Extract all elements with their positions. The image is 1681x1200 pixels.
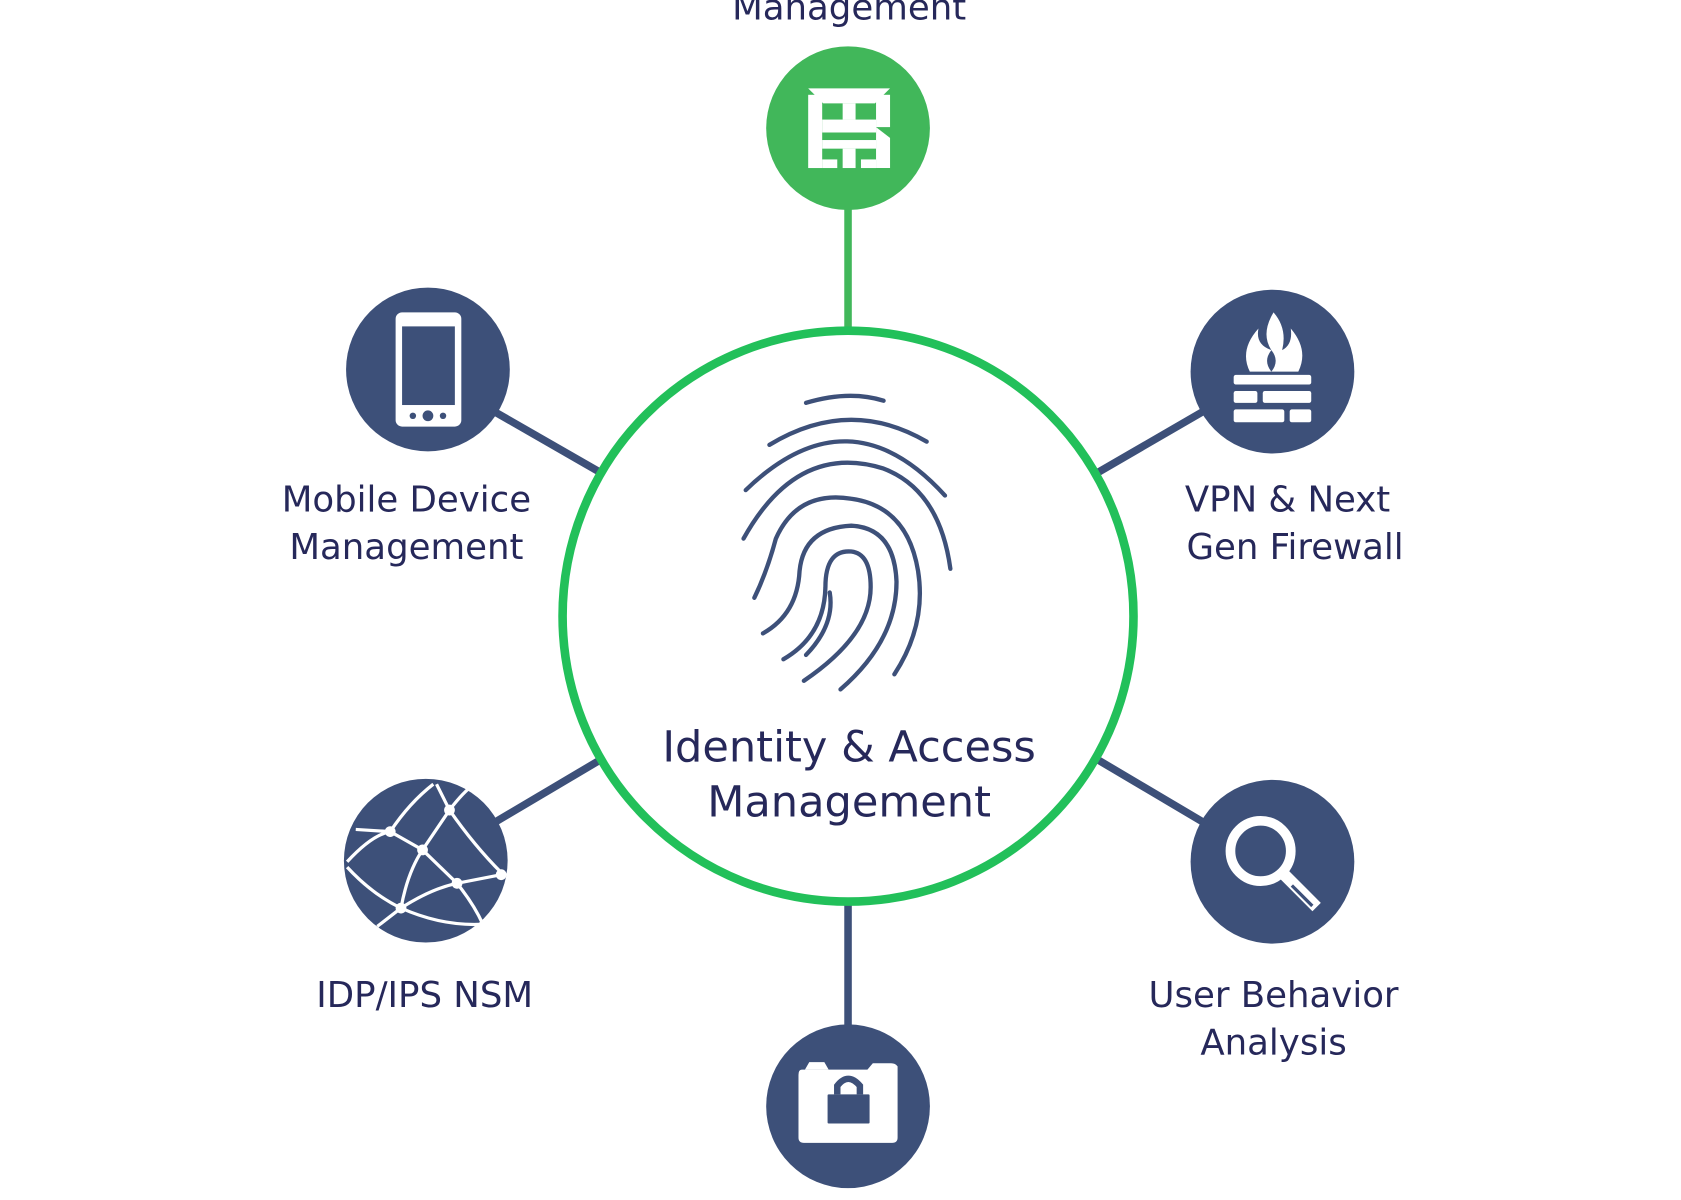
connectors [488, 204, 1209, 1029]
mobile-label-line1: Mobile Device [282, 480, 531, 521]
uba-label-line1: User Behavior [1149, 975, 1399, 1016]
center-label-line1: Identity & Access [662, 723, 1036, 773]
logo-icon [808, 88, 891, 169]
center-ring [558, 326, 1138, 906]
node-mobile-device-management[interactable]: Mobile Device Management [282, 287, 531, 568]
connector-mobile [488, 406, 602, 476]
mobile-label-line2: Management [289, 527, 523, 568]
connector-vpn [1097, 406, 1209, 476]
center-label-line2: Management [707, 778, 991, 828]
top-node-label: Management [732, 0, 966, 28]
fingerprint-icon [741, 393, 953, 692]
node-vpn-firewall[interactable]: VPN & Next Gen Firewall [1185, 289, 1404, 568]
vpn-label-line1: VPN & Next [1185, 480, 1390, 521]
firewall-icon [1233, 312, 1312, 423]
idp-label: IDP/IPS NSM [316, 975, 533, 1016]
node-user-behavior-analysis[interactable]: User Behavior Analysis [1149, 779, 1399, 1064]
node-idp-ips-nsm[interactable]: IDP/IPS NSM [316, 778, 533, 1016]
smartphone-icon [395, 312, 462, 427]
network-nodes [384, 804, 507, 914]
camera-lock-icon [798, 1062, 898, 1143]
vpn-label-line2: Gen Firewall [1186, 527, 1403, 568]
node-top[interactable]: Management [732, 0, 966, 211]
uba-label-line2: Analysis [1200, 1023, 1346, 1064]
connector-uba [1097, 757, 1207, 827]
node-bottom[interactable] [766, 1024, 930, 1189]
connector-idp [491, 757, 602, 827]
magnifier-icon [1225, 815, 1321, 912]
